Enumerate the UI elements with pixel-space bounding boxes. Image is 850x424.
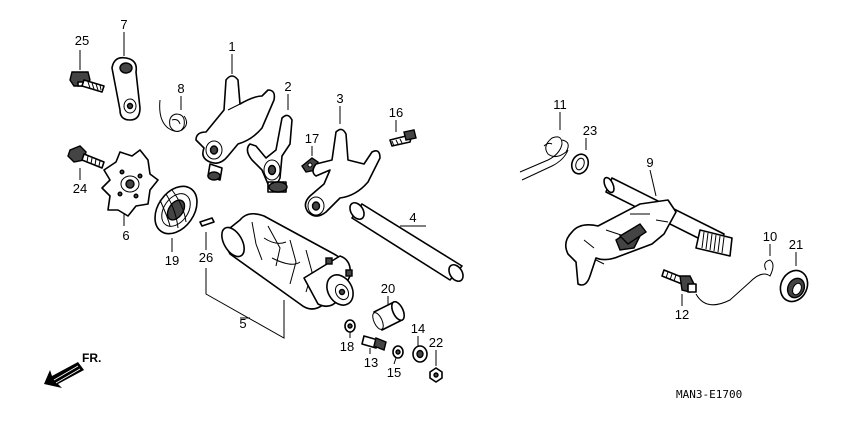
part-5-shift-drum — [205, 212, 354, 339]
callout-25: 25 — [75, 33, 89, 48]
callout-24: 24 — [73, 181, 87, 196]
part-9-gearshift-spindle — [564, 169, 733, 286]
callout-18: 18 — [340, 339, 354, 354]
part-26-dowel-pin — [199, 217, 215, 286]
part-12-pin-bolt — [661, 269, 697, 306]
callout-9: 9 — [646, 155, 653, 170]
diagram-code: MAN3-E1700 — [676, 388, 742, 401]
callout-17: 17 — [305, 131, 319, 146]
part-24-bolt — [67, 145, 105, 180]
callout-13: 13 — [364, 355, 378, 370]
callout-21: 21 — [789, 237, 803, 252]
callout-11: 11 — [553, 97, 567, 112]
callout-23: 23 — [583, 123, 597, 138]
part-23-circlip — [570, 138, 590, 175]
part-25-bolt — [69, 50, 105, 93]
part-21-oil-seal — [779, 252, 809, 303]
callout-14: 14 — [411, 321, 425, 336]
callout-8: 8 — [177, 81, 184, 96]
part-7-stopper-arm — [111, 32, 141, 121]
part-3-shift-fork — [304, 106, 381, 217]
callout-7: 7 — [120, 17, 127, 32]
part-6-drum-center-plate — [101, 149, 159, 226]
callout-26: 26 — [199, 250, 213, 265]
part-10-return-spring — [695, 244, 774, 306]
callout-1: 1 — [228, 39, 235, 54]
part-19-bearing — [154, 185, 198, 252]
part-14-washer — [412, 336, 428, 363]
callout-22: 22 — [429, 335, 443, 350]
callout-2: 2 — [284, 79, 291, 94]
part-1-shift-fork — [195, 54, 276, 181]
part-16-bolt — [389, 120, 417, 147]
callout-10: 10 — [763, 229, 777, 244]
part-13-neutral-switch — [361, 335, 387, 354]
callout-labels: 1 2 3 4 5 6 7 8 9 10 11 12 13 14 15 16 1… — [73, 17, 803, 380]
part-18-washer — [344, 319, 356, 338]
callout-3: 3 — [336, 91, 343, 106]
part-4-fork-shaft — [349, 201, 464, 283]
callout-12: 12 — [675, 307, 689, 322]
callout-4: 4 — [409, 210, 416, 225]
callout-6: 6 — [122, 228, 129, 243]
part-20-collar — [372, 296, 405, 331]
part-15-washer — [392, 345, 404, 365]
front-direction-label: FR. — [82, 351, 101, 365]
callout-5: 5 — [239, 316, 246, 331]
callout-19: 19 — [165, 253, 179, 268]
part-22-nut — [429, 350, 443, 383]
part-11-spring — [519, 112, 569, 181]
front-direction-arrow: FR. — [44, 351, 101, 388]
callout-20: 20 — [381, 281, 395, 296]
part-2-shift-fork — [246, 94, 293, 193]
part-8-return-spring — [159, 96, 188, 132]
callout-16: 16 — [389, 105, 403, 120]
callout-15: 15 — [387, 365, 401, 380]
